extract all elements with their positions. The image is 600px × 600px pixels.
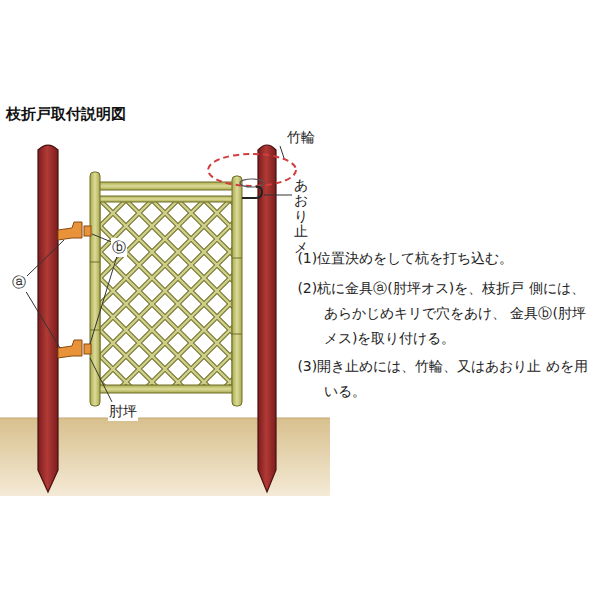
callout-letter: ⓑ [111,238,127,257]
part-label: あおり止メ [294,178,308,255]
stile [232,176,242,406]
instruction-note: (2)杭に金具ⓐ(肘坪オス)を、枝折戸 側には、あらかじめキリで穴をあけ、 金具… [297,276,596,352]
diagram-title: 枝折戸取付説明図 [6,104,126,124]
stile [90,172,100,406]
callout-letter: ⓐ [11,273,27,292]
rail [96,182,238,190]
instruction-note: (1)位置決めをして杭を打ち込む。 [297,246,596,271]
post [38,145,58,492]
hinge [58,222,91,358]
hook [242,187,262,198]
instruction-note: (3)開き止めには、竹輪、又はあおり止 めを用いる。 [297,354,596,404]
leader-line [25,146,292,402]
bamboo-ring-mark [208,154,296,186]
part-label: 竹輪 [286,128,316,147]
part-label: 肘坪 [108,402,138,421]
lattice [100,200,232,386]
